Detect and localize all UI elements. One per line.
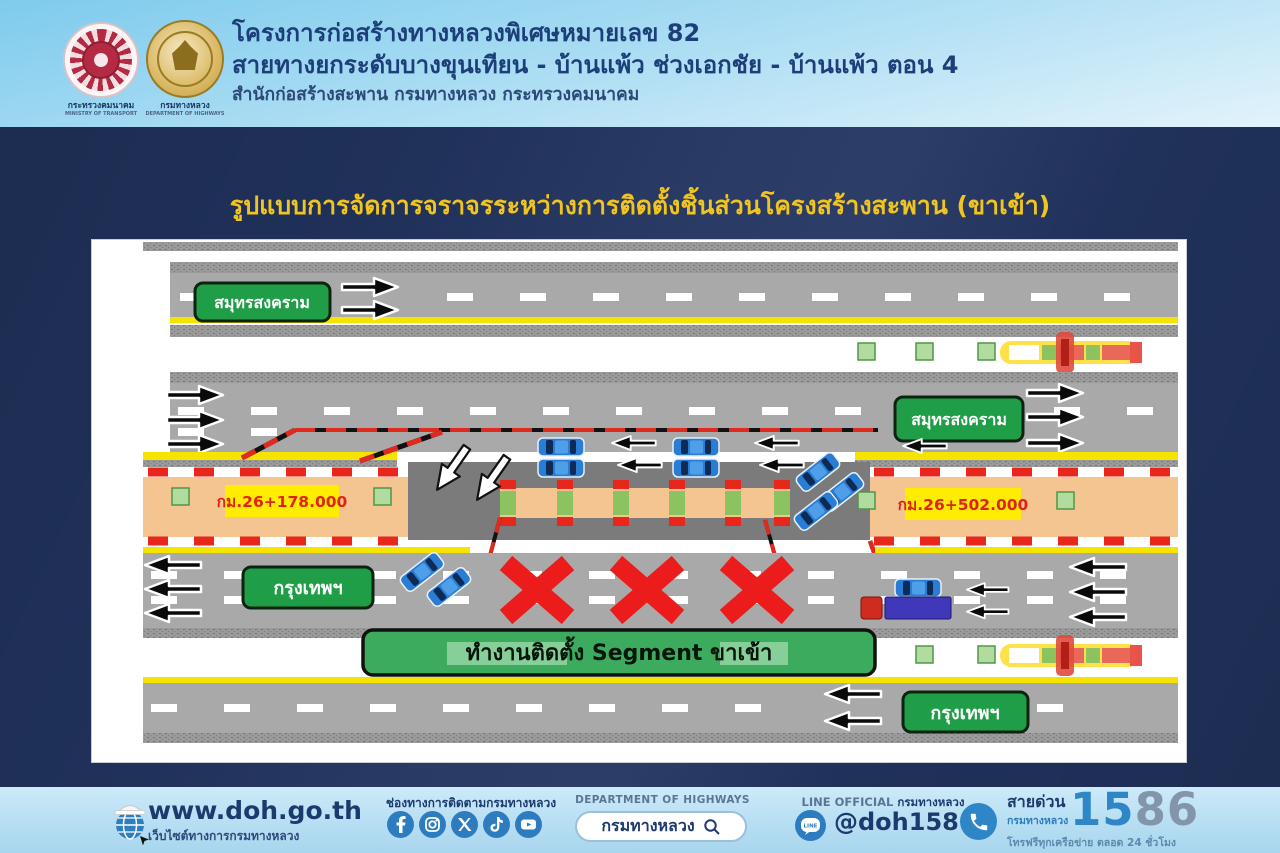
sign-samut-songkhram-top: สมุทรสงคราม: [214, 293, 310, 313]
hotline-number: 1586: [1070, 783, 1200, 836]
header-banner: กระทรวงคมนาคม MINISTRY OF TRANSPORT กรมท…: [0, 0, 1280, 127]
hotline-label: สายด่วน: [1007, 792, 1066, 811]
line-id[interactable]: @doh1586: [834, 808, 976, 836]
hotline-org: กรมทางหลวง: [1007, 815, 1069, 827]
line-official-label: LINE OFFICIAL กรมทางหลวง: [801, 795, 965, 809]
km-marker-left: กม.26+178.000: [217, 493, 348, 511]
sign-bangkok-mid: กรุงเทพฯ: [273, 578, 342, 600]
project-title-line1: โครงการก่อสร้างทางหลวงพิเศษหมายเลข 82: [232, 19, 701, 47]
instagram-icon[interactable]: [419, 811, 446, 838]
road-edge-sliver: [143, 242, 1178, 251]
sign-bangkok-bottom: กรุงเทพฯ: [930, 703, 999, 725]
doh-caption-th: กรมทางหลวง: [160, 101, 210, 111]
work-sign-label: ทำงานติดตั้ง Segment ขาเข้า: [466, 636, 773, 666]
bridge-segment-strip: [500, 480, 790, 526]
project-title-line2: สายทางยกระดับบางขุนเทียน - บ้านแพ้ว ช่วง…: [232, 51, 959, 79]
doh-caption-en: DEPARTMENT OF HIGHWAYS: [145, 111, 225, 117]
social-label: ช่องทางการติดตามกรมทางหลวง: [385, 796, 557, 810]
facebook-icon[interactable]: [387, 811, 414, 838]
doh-search-text: กรมทางหลวง: [601, 816, 695, 835]
page-title: รูปแบบการจัดการจราจรระหว่างการติดตั้งชิ้…: [229, 191, 1051, 220]
line-icon[interactable]: LINE: [795, 810, 826, 841]
sign-samut-songkhram-right: สมุทรสงคราม: [911, 410, 1007, 430]
ministry-of-transport-logo: กระทรวงคมนาคม MINISTRY OF TRANSPORT: [58, 22, 144, 118]
work-zone-sign: ทำงานติดตั้ง Segment ขาเข้า: [361, 628, 877, 677]
launching-gantry-icon: [1000, 332, 1142, 373]
department-label: DEPARTMENT OF HIGHWAYS: [575, 794, 750, 806]
km-marker-right: กม.26+502.000: [898, 496, 1029, 514]
phone-icon: [960, 803, 997, 840]
footer-bar: www.doh.go.th เว็บไซต์ทางการกรมทางหลวง ช…: [0, 787, 1280, 853]
x-icon[interactable]: [451, 811, 478, 838]
department-of-highways-logo: กรมทางหลวง DEPARTMENT OF HIGHWAYS: [142, 20, 228, 118]
search-icon: [703, 818, 720, 835]
svg-text:LINE: LINE: [804, 824, 818, 830]
road-inbound-carriageway: กรุงเทพฯ: [143, 547, 1178, 638]
median-strip-top: [857, 332, 1142, 373]
road-bottom-inbound: กรุงเทพฯ: [143, 677, 1178, 743]
website-url[interactable]: www.doh.go.th: [148, 796, 362, 825]
ministry-seal-icon: [63, 22, 139, 98]
website-subtitle: เว็บไซต์ทางการกรมทางหลวง: [148, 829, 300, 843]
ministry-caption-th: กระทรวงคมนาคม: [67, 101, 135, 111]
social-icons: [387, 811, 542, 838]
segment-ties: [500, 480, 790, 526]
youtube-icon[interactable]: [515, 811, 542, 838]
road-second-carriageway: สมุทรสงคราม: [143, 372, 1178, 467]
traffic-diagram-panel: สมุทรสงคราม สมุทรสงคราม: [91, 239, 1187, 763]
traffic-diagram: สมุทรสงคราม สมุทรสงคราม: [143, 242, 1178, 743]
project-title-line3: สำนักก่อสร้างสะพาน กรมทางหลวง กระทรวงคมน…: [232, 85, 640, 105]
launching-gantry-icon-2: [1000, 635, 1142, 676]
road-top-outbound: สมุทรสงคราม: [170, 262, 1178, 337]
doh-search-pill[interactable]: กรมทางหลวง: [575, 811, 747, 842]
ministry-caption-en: MINISTRY OF TRANSPORT: [64, 111, 138, 117]
median-strip-bottom: [857, 635, 1142, 676]
website-globe-icon: [114, 805, 149, 845]
median-orange-strips: กม.26+178.000 กม.26+502.000: [143, 467, 1178, 546]
tiktok-icon[interactable]: [483, 811, 510, 838]
doh-seal-icon: [146, 20, 224, 98]
hotline-note: โทรฟรีทุกเครือข่าย ตลอด 24 ชั่วโมง: [1007, 837, 1177, 849]
